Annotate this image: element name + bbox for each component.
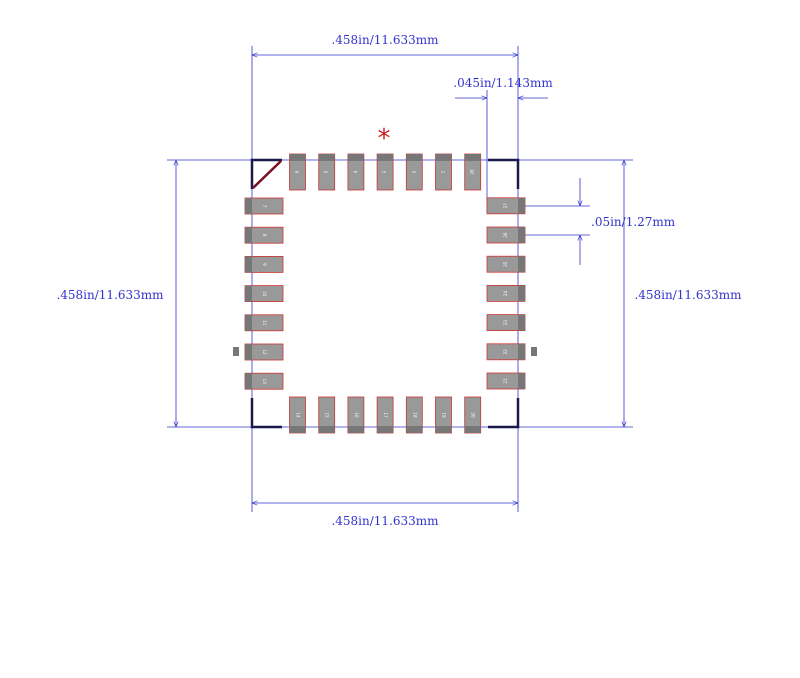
pad-left-10: 10 (244, 285, 284, 303)
pin1-chamfer (252, 160, 282, 189)
pin-number: 17 (383, 412, 388, 418)
pad-top-6: 6 (289, 153, 306, 191)
pad-overhang (406, 426, 423, 433)
pad-top-2: 2 (405, 153, 423, 191)
pad-overhang (518, 256, 525, 273)
pin-number: 19 (442, 412, 447, 418)
pin-number: 24 (503, 290, 508, 296)
pad-overhang (518, 197, 525, 214)
pin-number: 15 (325, 412, 330, 418)
dim-label-bottom-width: .458in/11.633mm (331, 514, 439, 528)
pad-overhang (318, 154, 335, 161)
pad-overhang (435, 426, 452, 433)
dim-label-left-height: .458in/11.633mm (56, 288, 164, 302)
pin-number: 8 (262, 234, 267, 237)
pad-overhang (518, 373, 525, 389)
pad-bottom-16: 16 (347, 396, 365, 434)
pad-overhang (464, 154, 481, 161)
pad-left-9: 9 (244, 255, 284, 273)
pin-number: 14 (296, 412, 301, 418)
pad-left-8: 8 (244, 226, 284, 244)
pin-number: 4 (353, 170, 358, 173)
pad-overhang (377, 154, 394, 161)
pad-right-26: 26 (486, 226, 526, 244)
side-tab-left (233, 347, 239, 356)
pad-top-4: 4 (347, 153, 365, 191)
pad-top-1: 1 (435, 153, 452, 191)
pad-overhang (406, 154, 423, 161)
side-tab-right (531, 347, 537, 356)
pin-number: 18 (412, 412, 417, 418)
dim-label-pad-width: .045in/1.143mm (453, 76, 553, 90)
pin-number: 27 (503, 203, 508, 209)
pad-right-21: 21 (486, 372, 526, 390)
pin-number: 2 (411, 170, 416, 173)
pad-overhang (289, 154, 306, 161)
pad-overhang (245, 227, 252, 244)
pad-right-23: 23 (486, 314, 526, 332)
pad-overhang (435, 154, 452, 161)
pin-number: 26 (503, 232, 508, 238)
pad-bottom-19: 19 (435, 396, 452, 434)
pin-number: 11 (262, 320, 267, 326)
pad-bottom-18: 18 (405, 396, 423, 434)
pad-overhang (347, 154, 364, 161)
pin-number: 9 (262, 263, 267, 266)
pad-right-25: 25 (486, 255, 526, 273)
pin-number: 28 (470, 169, 475, 175)
pin-number: 25 (503, 261, 508, 267)
pad-overhang (318, 426, 335, 433)
pad-overhang (245, 285, 252, 302)
pad-overhang (518, 314, 525, 331)
pad-right-22: 22 (486, 343, 526, 361)
pin-number: 13 (262, 379, 267, 385)
pad-overhang (518, 227, 525, 243)
pin-number: 3 (382, 170, 387, 173)
pad-top-5: 5 (318, 153, 336, 191)
pin-number: 23 (503, 320, 508, 326)
pad-right-24: 24 (486, 284, 526, 302)
pin-number: 20 (471, 412, 476, 418)
pad-bottom-15: 15 (318, 396, 336, 434)
pad-overhang (464, 426, 481, 433)
pin1-marker: * (378, 124, 391, 154)
pad-left-7: 7 (244, 197, 284, 215)
pin-number: 5 (324, 170, 329, 173)
pin-number: 22 (503, 349, 508, 355)
package-outline (250, 158, 520, 429)
pad-overhang (245, 198, 252, 214)
pad-overhang (245, 373, 252, 390)
pad-bottom-20: 20 (464, 396, 482, 434)
pad-right-27: 27 (486, 197, 526, 215)
pad-left-12: 12 (244, 343, 284, 361)
pad-overhang (518, 343, 525, 360)
dim-label-right-height: .458in/11.633mm (634, 288, 742, 302)
pad-overhang (289, 426, 306, 433)
pad-top-3: 3 (376, 153, 394, 191)
pad-overhang (377, 426, 394, 433)
pin-number: 12 (262, 349, 267, 355)
pad-overhang (245, 344, 252, 360)
dimension-lines (167, 46, 633, 512)
pin-number: 10 (262, 291, 267, 297)
pin-number: 1 (441, 170, 446, 173)
pad-overhang (245, 256, 252, 273)
pad-left-13: 13 (244, 372, 284, 390)
pad-bottom-14: 14 (289, 396, 306, 434)
dim-label-pitch: .05in/1.27mm (591, 215, 676, 229)
pad-bottom-17: 17 (376, 396, 394, 434)
pad-left-11: 11 (244, 314, 284, 332)
pad-overhang (347, 426, 364, 433)
pin-number: 16 (354, 412, 359, 418)
dim-label-top-width: .458in/11.633mm (331, 33, 439, 47)
pin-number: 6 (295, 170, 300, 173)
pad-overhang (245, 314, 252, 331)
pin-number: 21 (503, 378, 508, 384)
pad-overhang (518, 285, 525, 302)
pin-number: 7 (262, 205, 267, 208)
pad-top-28: 28 (464, 153, 482, 191)
